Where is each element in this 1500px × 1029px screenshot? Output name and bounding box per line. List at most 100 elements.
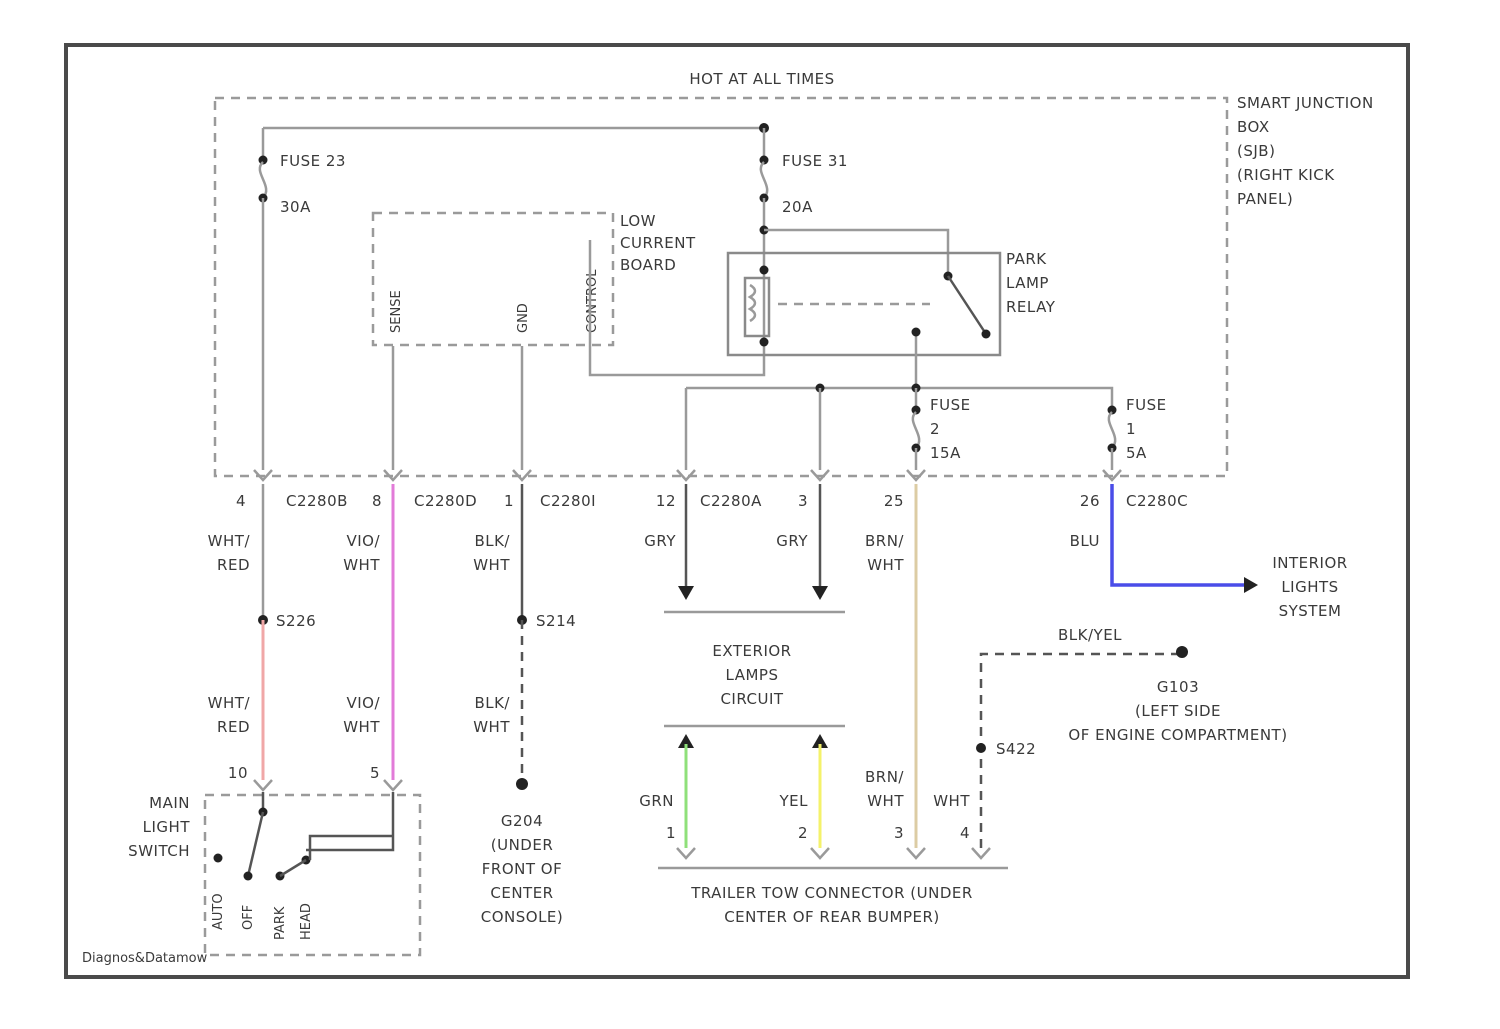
splice-s422 [976, 743, 986, 753]
switch-pin-10: 10 [228, 764, 248, 782]
svg-text:WHT: WHT [343, 556, 380, 574]
svg-text:WHT: WHT [867, 792, 904, 810]
svg-text:INTERIOR: INTERIOR [1272, 554, 1347, 572]
svg-text:15A: 15A [930, 444, 961, 462]
wire-label-grn: GRN [639, 792, 674, 810]
svg-text:25: 25 [884, 492, 904, 510]
svg-text:C2280C: C2280C [1126, 492, 1188, 510]
svg-text:VIO/: VIO/ [346, 532, 380, 550]
main-light-switch-label: MAIN LIGHT SWITCH [128, 794, 190, 860]
svg-text:RELAY: RELAY [1006, 298, 1056, 316]
svg-text:5A: 5A [1126, 444, 1147, 462]
svg-text:WHT: WHT [473, 718, 510, 736]
wire-label-blk-wht: BLK/ WHT BLK/ WHT [473, 532, 510, 736]
svg-text:C2280I: C2280I [540, 492, 596, 510]
low-current-board-label: LOW CURRENT BOARD [620, 212, 696, 274]
wire-label-wht-red: WHT/ RED WHT/ RED [208, 532, 251, 736]
svg-text:3: 3 [798, 492, 808, 510]
relay-coil [745, 278, 769, 347]
svg-text:(SJB): (SJB) [1237, 142, 1275, 160]
hot-at-all-times-label: HOT AT ALL TIMES [689, 70, 834, 88]
wire-label-gry-1: GRY [644, 532, 676, 550]
svg-text:2: 2 [930, 420, 940, 438]
ground-g103-point [1176, 646, 1188, 658]
wire-label-gry-2: GRY [776, 532, 808, 550]
svg-text:EXTERIOR: EXTERIOR [712, 642, 791, 660]
svg-text:FUSE 23: FUSE 23 [280, 152, 346, 170]
interior-lights-system-label: INTERIOR LIGHTS SYSTEM [1272, 554, 1347, 620]
svg-text:PARK: PARK [1006, 250, 1047, 268]
svg-text:LOW: LOW [620, 212, 656, 230]
svg-text:WHT/: WHT/ [208, 694, 251, 712]
wire-label-blk-yel: BLK/YEL [1058, 626, 1122, 644]
svg-text:G103: G103 [1157, 678, 1199, 696]
svg-text:CENTER OF REAR BUMPER): CENTER OF REAR BUMPER) [724, 908, 940, 926]
svg-text:C2280B: C2280B [286, 492, 348, 510]
svg-text:BOX: BOX [1237, 118, 1270, 136]
svg-text:BRN/: BRN/ [865, 532, 904, 550]
watermark: Diagnos&Datamow [82, 951, 208, 966]
svg-text:(UNDER: (UNDER [491, 836, 554, 854]
svg-text:SYSTEM: SYSTEM [1279, 602, 1342, 620]
svg-text:FUSE: FUSE [930, 396, 971, 414]
svg-text:WHT: WHT [343, 718, 380, 736]
svg-text:LAMPS: LAMPS [726, 666, 779, 684]
exterior-lamps-circuit-label: EXTERIOR LAMPS CIRCUIT [712, 642, 791, 708]
ground-g204-point [516, 778, 528, 790]
wire-label-yel: YEL [779, 792, 809, 810]
svg-text:30A: 30A [280, 198, 311, 216]
pin-gnd-label: GND [516, 303, 531, 333]
pin-sense-label: SENSE [389, 290, 404, 333]
svg-text:1: 1 [1126, 420, 1136, 438]
fuse-31: FUSE 31 20A [760, 128, 848, 342]
svg-text:PARK: PARK [273, 906, 288, 940]
svg-text:OF ENGINE COMPARTMENT): OF ENGINE COMPARTMENT) [1068, 726, 1287, 744]
svg-text:BOARD: BOARD [620, 256, 676, 274]
svg-text:HEAD: HEAD [299, 903, 314, 940]
fuse-2: FUSE 2 15A [912, 388, 971, 470]
svg-text:2: 2 [798, 824, 808, 842]
svg-text:(RIGHT KICK: (RIGHT KICK [1237, 166, 1335, 184]
connector-pin-3: 3 [798, 492, 808, 510]
svg-text:LIGHT: LIGHT [143, 818, 191, 836]
connector-c2280i: 1 C2280I [504, 492, 596, 510]
connector-c2280d: 8 C2280D [372, 492, 477, 510]
wire-label-wht: WHT [933, 792, 970, 810]
connector-c2280b: 4 C2280B [236, 492, 348, 510]
svg-text:BLK/: BLK/ [474, 532, 510, 550]
relay-contact [944, 272, 991, 339]
svg-text:TRAILER TOW CONNECTOR (UNDER: TRAILER TOW CONNECTOR (UNDER [690, 884, 973, 902]
switch-positions: AUTO OFF PARK HEAD [211, 893, 314, 940]
svg-text:FUSE 31: FUSE 31 [782, 152, 848, 170]
relay-output-bus [686, 388, 1112, 410]
svg-text:G204: G204 [501, 812, 543, 830]
svg-text:SWITCH: SWITCH [128, 842, 190, 860]
svg-text:S226: S226 [276, 612, 316, 630]
svg-text:CIRCUIT: CIRCUIT [720, 690, 783, 708]
svg-text:LAMP: LAMP [1006, 274, 1049, 292]
svg-text:12: 12 [656, 492, 676, 510]
junction-box-label: SMART JUNCTION BOX (SJB) (RIGHT KICK PAN… [1237, 94, 1374, 208]
svg-text:20A: 20A [782, 198, 813, 216]
svg-text:1: 1 [666, 824, 676, 842]
svg-text:SMART JUNCTION: SMART JUNCTION [1237, 94, 1374, 112]
trailer-tow-connector: 1 2 3 4 TRAILER TOW CONNECTOR (UNDER CEN… [658, 824, 1008, 926]
svg-text:4: 4 [236, 492, 246, 510]
connector-c2280a: 12 C2280A [656, 492, 762, 510]
svg-text:3: 3 [894, 824, 904, 842]
svg-text:BRN/: BRN/ [865, 768, 904, 786]
svg-text:S214: S214 [536, 612, 576, 630]
svg-text:FRONT OF: FRONT OF [482, 860, 562, 878]
connector-c2280c: 26 C2280C [1080, 492, 1188, 510]
svg-text:LIGHTS: LIGHTS [1281, 578, 1338, 596]
svg-text:WHT: WHT [867, 556, 904, 574]
fuse-1: FUSE 1 5A [1108, 396, 1167, 470]
svg-text:4: 4 [960, 824, 970, 842]
switch-pin-5: 5 [370, 764, 380, 782]
svg-text:WHT: WHT [473, 556, 510, 574]
connector-pin-25: 25 [884, 492, 904, 510]
wire-label-blu: BLU [1070, 532, 1100, 550]
svg-text:RED: RED [217, 718, 250, 736]
svg-text:26: 26 [1080, 492, 1100, 510]
